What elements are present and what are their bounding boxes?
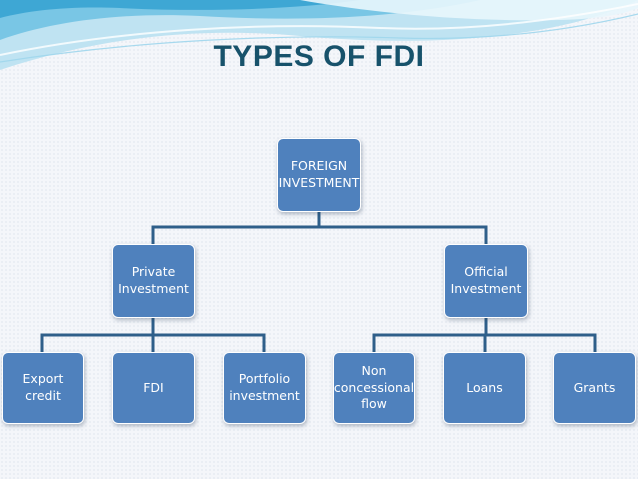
node-fdi: FDI [112, 352, 195, 424]
node-label: Grants [573, 379, 616, 395]
node-label: Loans [466, 379, 503, 395]
node-label: FDI [143, 379, 164, 395]
node-official-investment: Official Investment [444, 244, 528, 318]
node-loans: Loans [443, 352, 526, 424]
node-portfolio-investment: Portfolio investment [223, 352, 306, 424]
node-label: Non concessional flow [333, 362, 415, 412]
node-export-credit: Export credit [2, 352, 84, 424]
node-label: FOREIGN INVESTMENT [278, 158, 360, 190]
node-private-investment: Private Investment [112, 244, 195, 318]
node-label: Official Investment [450, 264, 522, 296]
node-label: Portfolio investment [229, 371, 300, 403]
node-non-concessional-flow: Non concessional flow [333, 352, 415, 424]
node-label: Private Investment [118, 264, 189, 296]
node-foreign-investment: FOREIGN INVESTMENT [277, 138, 361, 212]
page-title: TYPES OF FDI [213, 40, 425, 73]
node-grants: Grants [553, 352, 636, 424]
top-wave-decoration [0, 0, 638, 70]
node-label: Export credit [22, 371, 64, 403]
